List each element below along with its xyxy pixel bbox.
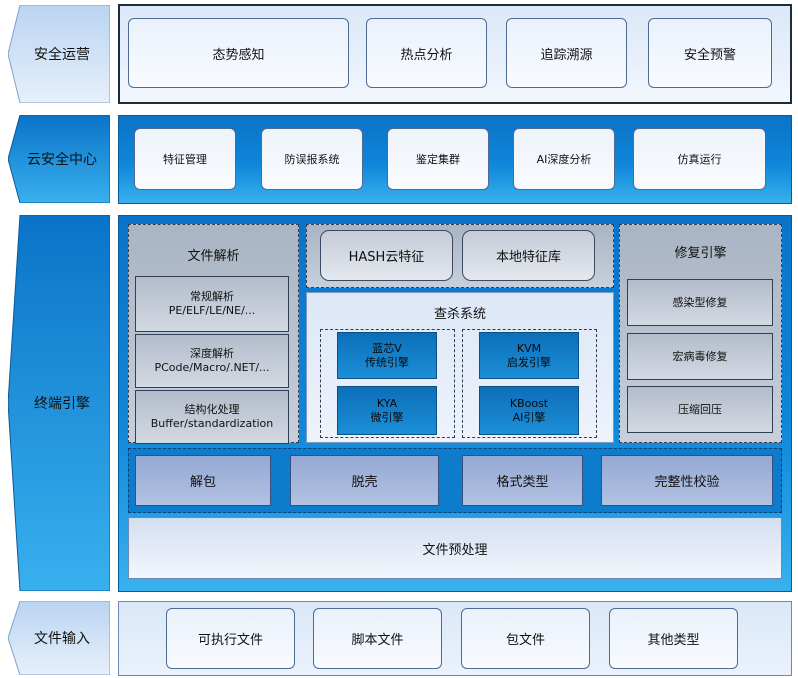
engine-type: 启发引擎 xyxy=(507,355,551,369)
scan-engine-dashed-left xyxy=(320,329,455,438)
engine-name: 蓝芯V xyxy=(372,341,402,355)
input-item-other: 其他类型 xyxy=(609,608,738,669)
scan-engine-kya: KYA 微引擎 xyxy=(337,386,437,435)
hash-cloud-signature: HASH云特征 xyxy=(320,230,453,281)
cloud-item-simulation-run: 仿真运行 xyxy=(633,128,766,190)
ops-item-situation-awareness: 态势感知 xyxy=(128,18,349,88)
input-item-package: 包文件 xyxy=(461,608,590,669)
side-label-terminal-engine: 终端引擎 xyxy=(8,215,110,591)
input-item-script: 脚本文件 xyxy=(313,608,442,669)
repair-engine-title: 修复引擎 xyxy=(674,245,727,261)
cloud-item-ai-deep-analysis: AI深度分析 xyxy=(513,128,615,190)
preprocess-item-unpack: 解包 xyxy=(135,455,271,506)
parse-item-detail: PCode/Macro/.NET/... xyxy=(154,361,270,374)
ops-item-hotspot-analysis: 热点分析 xyxy=(366,18,487,88)
repair-item-compress-back: 压缩回压 xyxy=(627,386,773,433)
preprocess-item-unshell: 脱壳 xyxy=(290,455,439,506)
preprocess-item-format-type: 格式类型 xyxy=(462,455,583,506)
file-parse-item-deep: 深度解析 PCode/Macro/.NET/... xyxy=(135,334,289,388)
parse-item-detail: Buffer/standardization xyxy=(150,417,274,430)
arrow-tab-shape xyxy=(8,115,110,203)
side-label-text: 终端引擎 xyxy=(34,396,90,412)
repair-item-macro-virus: 宏病毒修复 xyxy=(627,333,773,380)
side-label-text: 云安全中心 xyxy=(27,152,97,168)
scan-system-title: 查杀系统 xyxy=(433,306,486,322)
ops-item-trace-source: 追踪溯源 xyxy=(506,18,627,88)
file-parse-title: 文件解析 xyxy=(187,248,240,264)
parse-item-title: 结构化处理 xyxy=(184,403,240,416)
arrow-tab-shape xyxy=(8,601,110,675)
parse-item-title: 深度解析 xyxy=(190,347,234,360)
cloud-item-false-positive-system: 防误报系统 xyxy=(261,128,363,190)
engine-type: AI引擎 xyxy=(512,410,546,424)
cloud-item-signature-management: 特征管理 xyxy=(134,128,236,190)
cloud-item-identification-cluster: 鉴定集群 xyxy=(387,128,489,190)
engine-type: 微引擎 xyxy=(370,410,404,424)
scan-engine-kboost: KBoost AI引擎 xyxy=(479,386,579,435)
engine-name: KBoost xyxy=(509,396,549,410)
side-label-text: 文件输入 xyxy=(34,631,90,647)
parse-item-detail: PE/ELF/LE/NE/... xyxy=(168,304,256,317)
engine-name: KVM xyxy=(516,341,542,355)
side-label-text: 安全运营 xyxy=(34,47,90,63)
engine-type: 传统引擎 xyxy=(365,355,409,369)
scan-engine-lanxin-v: 蓝芯V 传统引擎 xyxy=(337,332,437,379)
file-preprocess-bar: 文件预处理 xyxy=(128,517,782,579)
parse-item-title: 常规解析 xyxy=(190,290,234,303)
scan-engine-kvm: KVM 启发引擎 xyxy=(479,332,579,379)
input-item-executable: 可执行文件 xyxy=(166,608,295,669)
preprocess-item-integrity-check: 完整性校验 xyxy=(601,455,773,506)
side-label-file-input: 文件输入 xyxy=(8,601,110,675)
engine-name: KYA xyxy=(376,396,398,410)
ops-item-security-alert: 安全预警 xyxy=(648,18,772,88)
arrow-tab-shape xyxy=(8,215,110,591)
side-label-security-ops: 安全运营 xyxy=(8,5,110,103)
arrow-tab-shape xyxy=(8,5,110,103)
repair-item-infection: 感染型修复 xyxy=(627,279,773,326)
file-parse-item-structured: 结构化处理 Buffer/standardization xyxy=(135,390,289,444)
local-signature-db: 本地特征库 xyxy=(462,230,595,281)
side-label-cloud-center: 云安全中心 xyxy=(8,115,110,203)
file-parse-item-regular: 常规解析 PE/ELF/LE/NE/... xyxy=(135,276,289,332)
scan-engine-dashed-right xyxy=(462,329,597,438)
